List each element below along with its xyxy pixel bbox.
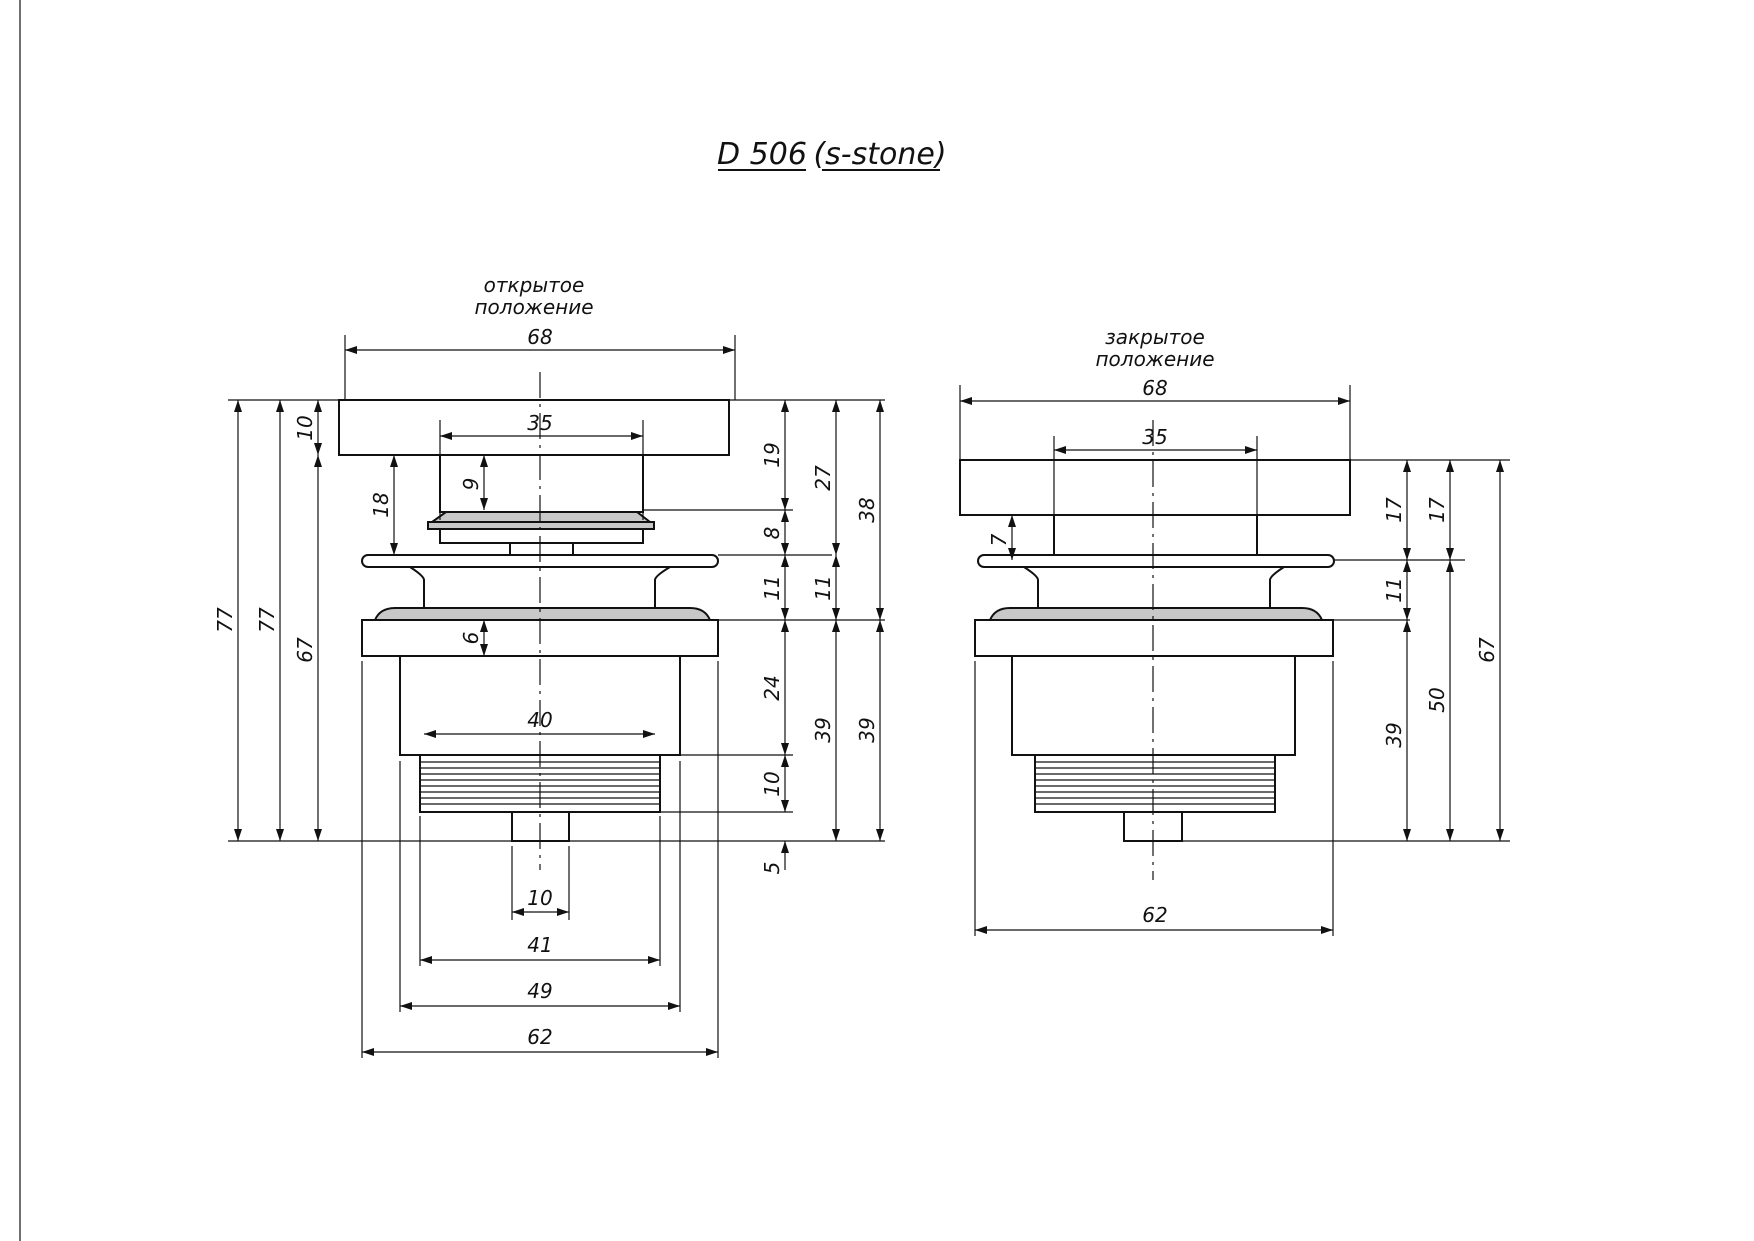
open-caption-line1: открытое bbox=[484, 273, 585, 297]
open-caption-line2: положение bbox=[474, 295, 593, 319]
open-dim-77b: 77 bbox=[255, 607, 279, 633]
open-gasket bbox=[373, 607, 712, 621]
closed-dim-50: 50 bbox=[1425, 687, 1449, 712]
open-dim-10b: 10 bbox=[760, 771, 784, 796]
open-position-view: открытое положение 68 35 40 10 41 bbox=[213, 273, 885, 1058]
closed-thread bbox=[1034, 754, 1276, 813]
open-dim-62: 62 bbox=[527, 1025, 552, 1049]
closed-flange-top bbox=[977, 554, 1335, 568]
closed-body bbox=[1011, 655, 1296, 756]
open-seal-base bbox=[439, 528, 644, 544]
closed-dim-62: 62 bbox=[1142, 903, 1167, 927]
closed-caption-line2: положение bbox=[1095, 347, 1214, 371]
open-dim-10-vert: 10 bbox=[293, 415, 317, 440]
closed-dim-39: 39 bbox=[1382, 722, 1406, 747]
open-dim-39a: 39 bbox=[811, 717, 835, 742]
open-dim-5: 5 bbox=[760, 862, 784, 875]
open-dim-10: 10 bbox=[527, 886, 552, 910]
closed-gasket bbox=[988, 607, 1324, 621]
closed-extension-lines bbox=[959, 385, 1510, 936]
open-dim-6: 6 bbox=[459, 632, 483, 645]
open-dim-40: 40 bbox=[527, 708, 552, 732]
closed-dim-11: 11 bbox=[1382, 577, 1406, 602]
open-cap-disk bbox=[338, 399, 730, 456]
drawing-title-model: D 506 bbox=[717, 137, 807, 172]
closed-position-view: закрытое положение 68 35 62 7 17 11 39 1… bbox=[959, 325, 1510, 936]
open-dim-11a: 11 bbox=[760, 575, 784, 600]
closed-dim-68: 68 bbox=[1142, 376, 1167, 400]
open-dim-77a: 77 bbox=[213, 607, 237, 633]
closed-flange-neck bbox=[1020, 566, 1288, 609]
open-dim-9: 9 bbox=[459, 478, 483, 491]
open-dim-8: 8 bbox=[760, 527, 784, 540]
closed-body-collar bbox=[974, 619, 1334, 657]
open-dim-39b: 39 bbox=[855, 717, 879, 742]
closed-cap-disk bbox=[959, 459, 1351, 516]
open-dim-18: 18 bbox=[369, 492, 393, 517]
open-dim-68: 68 bbox=[527, 325, 552, 349]
closed-stem bbox=[1053, 514, 1258, 556]
closed-dim-67: 67 bbox=[1475, 637, 1499, 663]
closed-dim-17a: 17 bbox=[1382, 497, 1406, 523]
closed-caption-line1: закрытое bbox=[1105, 325, 1205, 349]
open-dim-24: 24 bbox=[760, 675, 784, 700]
closed-dim-35: 35 bbox=[1142, 425, 1167, 449]
open-stem bbox=[439, 454, 644, 513]
open-seal-ring bbox=[428, 511, 653, 523]
closed-dim-7: 7 bbox=[987, 533, 1011, 546]
open-dim-49: 49 bbox=[527, 979, 552, 1003]
open-seal-plate bbox=[427, 521, 655, 530]
open-dim-11b: 11 bbox=[811, 575, 835, 600]
drawing-title-variant: (s-stone) bbox=[813, 137, 946, 172]
open-stem-neck bbox=[509, 542, 574, 556]
closed-dim-17b: 17 bbox=[1425, 497, 1449, 523]
open-dim-27: 27 bbox=[811, 465, 835, 491]
open-dim-38: 38 bbox=[855, 497, 879, 522]
open-dim-19: 19 bbox=[760, 442, 784, 467]
open-dim-67: 67 bbox=[293, 637, 317, 663]
open-dim-35: 35 bbox=[527, 411, 552, 435]
open-dim-41: 41 bbox=[527, 933, 552, 957]
closed-thread-lines bbox=[1035, 761, 1275, 805]
